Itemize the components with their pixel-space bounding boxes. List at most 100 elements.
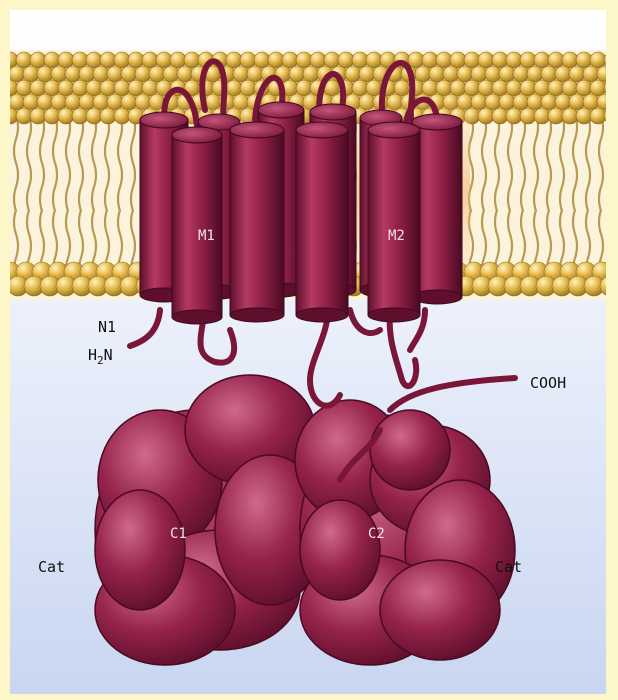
lipid-head <box>407 51 425 69</box>
lipid-head <box>589 107 606 125</box>
helix-top <box>309 103 357 121</box>
lipid-head <box>484 65 502 83</box>
lipid-head <box>505 107 523 125</box>
lipid-head <box>442 65 460 83</box>
helix-bottom <box>295 307 349 323</box>
c-terminus-strand <box>387 375 518 413</box>
lipid-head <box>477 51 495 69</box>
lipid-head <box>155 51 173 69</box>
lipid-head <box>162 65 180 83</box>
lipid-head <box>15 107 33 125</box>
lipid-head <box>547 51 565 69</box>
lipid-head <box>512 65 530 83</box>
c2-linker-strand <box>337 427 383 483</box>
helix-body <box>171 134 223 318</box>
lipid-tail <box>90 114 98 212</box>
helix-body <box>295 129 349 316</box>
lipid-head <box>561 51 579 69</box>
lipid-head <box>120 65 138 83</box>
lipid-head <box>414 65 432 83</box>
lipid-tail <box>493 114 501 212</box>
lipid-head <box>78 65 96 83</box>
m1-to-c1-strand <box>306 307 343 409</box>
lipid-head <box>106 93 124 111</box>
helix-cylinder <box>171 126 223 325</box>
adenylyl-cyclase-diagram: M1 M2 N1 H2N COOH C1 C2 Cat Cat <box>10 50 606 666</box>
lipid-head <box>253 51 271 69</box>
lipid-head <box>29 79 47 97</box>
lipid-head <box>71 107 89 125</box>
lipid-tail <box>597 114 605 212</box>
lipid-tail <box>38 114 46 212</box>
lipid-head <box>603 82 606 94</box>
lipid-head <box>57 79 75 97</box>
lipid-head <box>519 107 537 125</box>
lipid-head <box>561 107 579 125</box>
lipid-tail <box>103 114 111 212</box>
lipid-head <box>337 51 355 69</box>
lipid-head <box>575 51 593 69</box>
lipid-head <box>491 79 509 97</box>
lipid-head <box>15 79 33 97</box>
helix-cylinder <box>295 121 349 323</box>
catalytic-blob <box>299 499 381 601</box>
lipid-head <box>141 51 159 69</box>
lipid-head <box>540 93 558 111</box>
helix-top <box>139 111 189 129</box>
lipid-head <box>554 93 572 111</box>
lipid-head <box>85 51 103 69</box>
lipid-head <box>603 110 606 122</box>
catalytic-blob <box>94 489 186 611</box>
lipid-head <box>295 51 313 69</box>
lipid-head <box>512 93 530 111</box>
lipid-head <box>505 51 523 69</box>
lipid-head <box>519 51 537 69</box>
m2-lower-loop <box>386 307 420 390</box>
n-terminus-strand <box>127 307 163 349</box>
m1-loop-strand <box>197 307 238 366</box>
lipid-head <box>120 93 138 111</box>
lipid-head <box>246 65 264 83</box>
loop-2 <box>199 58 228 128</box>
lipid-head <box>113 107 131 125</box>
lipid-tail <box>584 114 592 212</box>
lipid-tail <box>558 114 566 212</box>
lipid-head <box>568 65 586 83</box>
lipid-head <box>589 79 606 97</box>
lipid-head <box>491 51 509 69</box>
lipid-head <box>302 65 320 83</box>
lipid-head <box>547 107 565 125</box>
label-cooh: COOH <box>530 374 566 392</box>
label-h2n-sub: 2 <box>97 354 104 367</box>
helix-cylinder <box>367 121 421 323</box>
lipid-head <box>99 79 117 97</box>
lipid-head <box>344 65 362 83</box>
lipid-head <box>15 51 33 69</box>
lipid-head <box>421 51 439 69</box>
label-cat-left: Cat <box>38 558 65 576</box>
lipid-head <box>85 79 103 97</box>
lipid-head <box>491 107 509 125</box>
helix-top <box>257 101 305 119</box>
lipid-tail <box>545 114 553 212</box>
helix-cylinder <box>229 121 285 323</box>
lipid-head <box>92 65 110 83</box>
lipid-head <box>92 93 110 111</box>
lipid-head <box>78 93 96 111</box>
lipid-head <box>57 107 75 125</box>
lipid-head <box>575 79 593 97</box>
lipid-head <box>533 107 551 125</box>
lipid-head <box>449 51 467 69</box>
lipid-head <box>64 65 82 83</box>
figure-panel: M1 M2 N1 H2N COOH C1 C2 Cat Cat <box>10 10 606 694</box>
lipid-head <box>71 79 89 97</box>
lipid-head <box>288 65 306 83</box>
lipid-head <box>582 93 600 111</box>
lipid-head <box>596 93 606 111</box>
catalytic-blob <box>369 409 451 491</box>
lipid-head <box>428 65 446 83</box>
lipid-head <box>29 107 47 125</box>
linker-strands <box>127 307 518 483</box>
lipid-tail <box>129 114 137 212</box>
lipid-head <box>477 79 495 97</box>
